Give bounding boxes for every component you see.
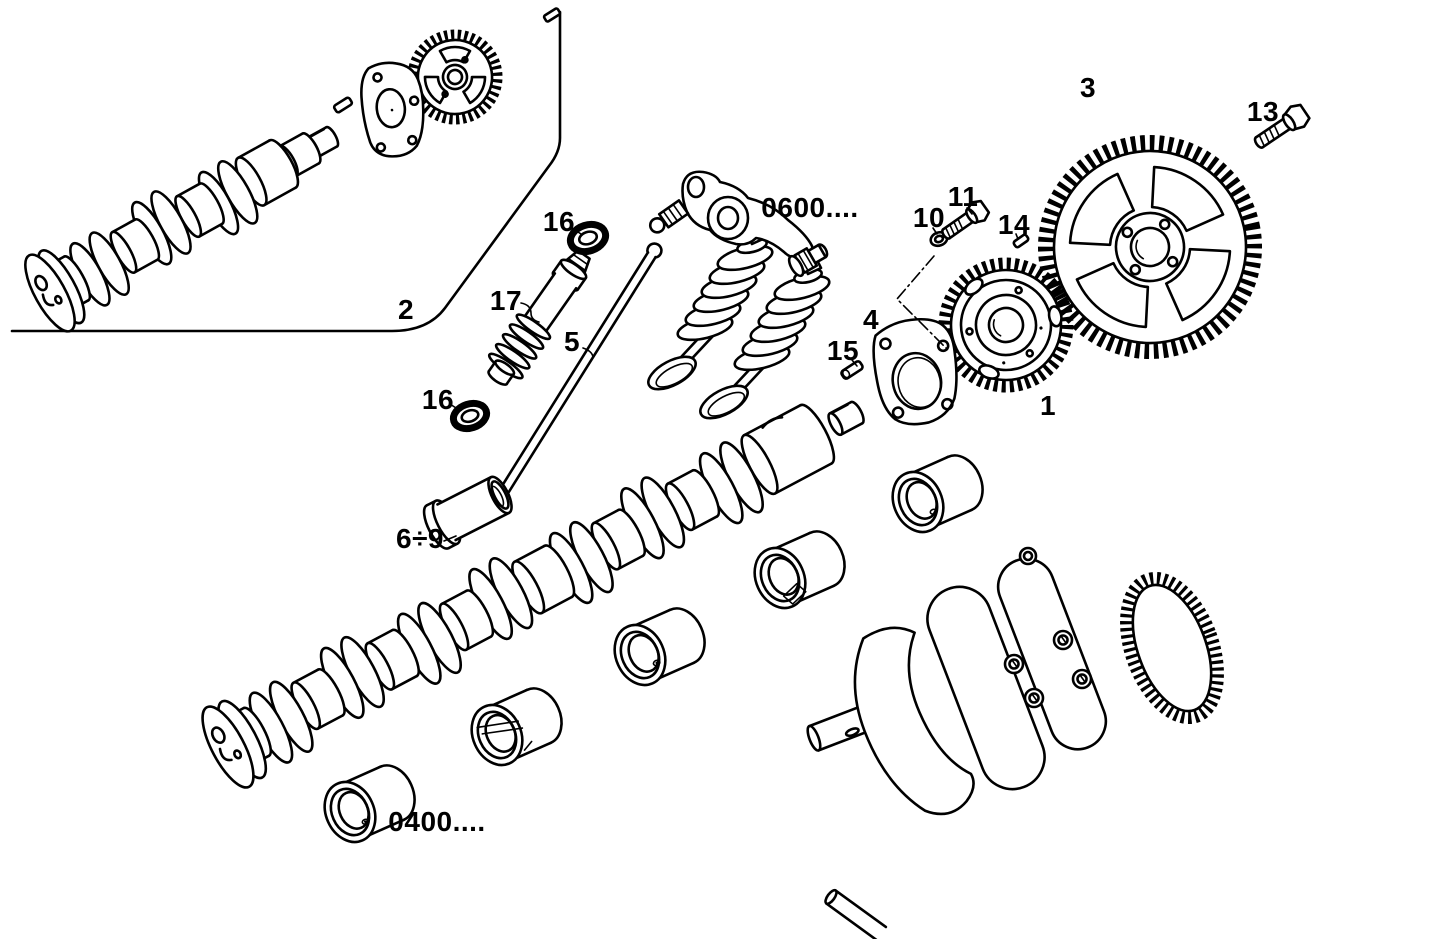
crank-screw [1071,668,1093,690]
rocker-arm [648,170,829,278]
crank-gear [1120,571,1224,725]
bushing-5 [314,755,426,852]
gasket-plate-4 [872,317,958,426]
bearing-bushing-group [314,445,994,852]
crank-mid-disc [926,585,1046,791]
crank-screw [1018,546,1038,566]
leader-dashdot [896,255,951,353]
crank-ring-plate [996,557,1108,751]
crank-screw [1003,653,1025,675]
bolt-11 [941,199,991,240]
bushing-3 [604,598,716,695]
bushing-2 [744,521,856,618]
rocker-valve-group [422,170,831,550]
inset-gasket-plate [360,61,425,158]
valve-seal-lower-16 [449,399,491,433]
main-camshaft [201,400,865,789]
bushing-4 [461,678,573,775]
camshaft-gear-1 [938,257,1074,393]
valve-seal-upper-16 [566,220,610,256]
leader-lines [443,207,1019,542]
key-gear-14 [1012,233,1030,249]
timing-gear-large [1038,135,1262,359]
bolt-13 [1253,103,1311,149]
crank-screw [1023,687,1045,709]
inset-top-key [542,7,562,23]
tappet-6-9 [422,475,513,550]
crank-tail-shaft [824,888,888,939]
camshaft-inset [24,125,340,333]
crank-web [853,626,975,816]
crank-screw [1052,629,1074,651]
key-camshaft-15 [840,360,864,380]
crankshaft-assembly [806,546,1224,939]
inset-gear-key [332,96,354,114]
inset-boundary [10,10,562,333]
bushing-1 [882,445,994,542]
